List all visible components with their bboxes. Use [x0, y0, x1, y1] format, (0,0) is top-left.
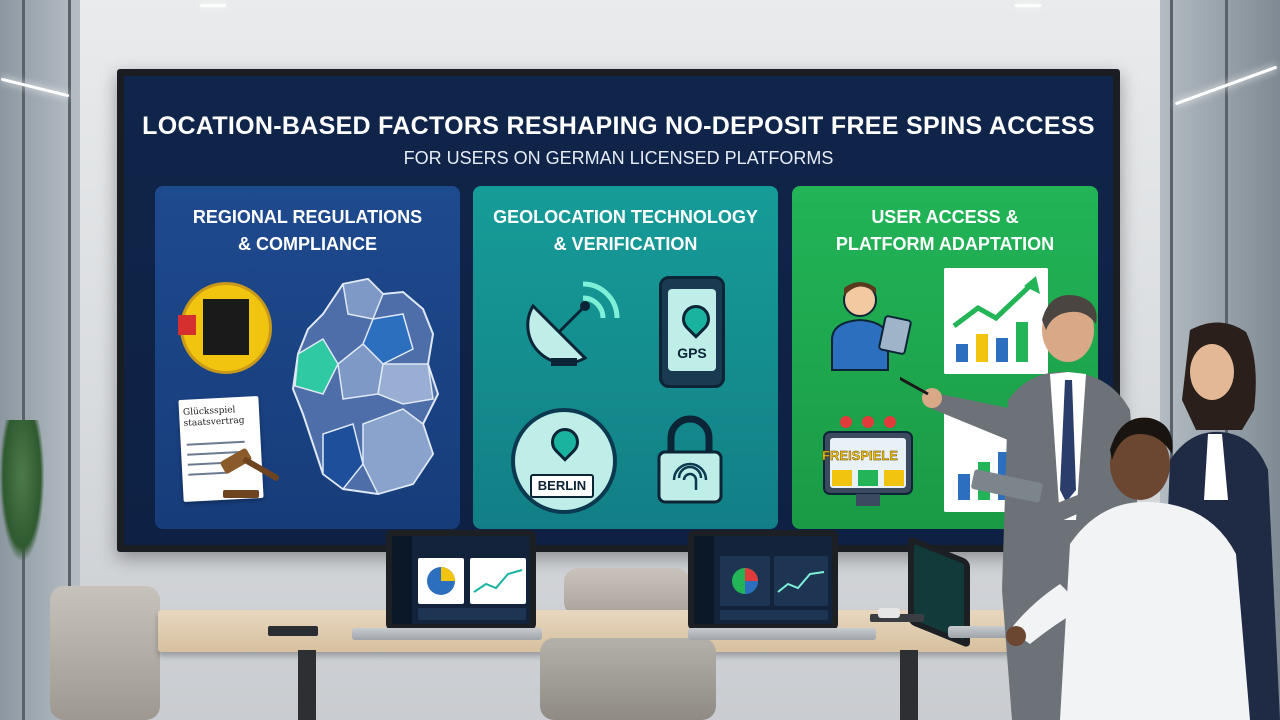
document-line	[186, 440, 245, 446]
panel-geolocation: GEOLOCATION TECHNOLOGY & VERIFICATION GP…	[473, 186, 778, 529]
screen-display: LOCATION-BASED FACTORS RESHAPING NO-DEPO…	[124, 76, 1113, 545]
panel-title: REGIONAL REGULATIONS & COMPLIANCE	[155, 204, 460, 258]
laptop-lid	[386, 530, 536, 630]
dashboard-row	[418, 608, 526, 620]
dashboard-row	[720, 610, 828, 620]
window-mullion	[22, 0, 25, 720]
laptop-base	[688, 628, 876, 640]
dashboard-card	[418, 558, 464, 604]
pie-chart-icon	[732, 568, 758, 594]
tablet-on-table	[268, 626, 318, 636]
phone-screen: GPS	[668, 289, 716, 371]
city-label: BERLIN	[530, 474, 594, 498]
window-mullion	[1170, 0, 1173, 720]
slide-title: LOCATION-BASED FACTORS RESHAPING NO-DEPO…	[142, 112, 1095, 140]
fingerprint-lock-icon	[657, 415, 723, 504]
location-pin-icon	[545, 422, 585, 462]
window-mullion	[68, 0, 71, 720]
coffee-cup	[878, 608, 900, 618]
ceiling-light	[1015, 4, 1041, 7]
line-chart-icon	[473, 569, 523, 593]
laptop-base	[948, 626, 1018, 638]
panel-regional-regulations: REGIONAL REGULATIONS & COMPLIANCE Glücks…	[155, 186, 460, 529]
ceiling-light	[200, 4, 226, 7]
eagle-icon	[203, 299, 249, 355]
phone-on-table	[870, 614, 924, 622]
panel-title: GEOLOCATION TECHNOLOGY & VERIFICATION	[473, 204, 778, 258]
germany-map-icon	[291, 277, 440, 496]
pie-chart-icon	[427, 567, 455, 595]
laptop-screen	[392, 536, 530, 624]
table-leg	[900, 650, 918, 720]
dashboard-card	[720, 556, 770, 606]
laptop-base	[352, 628, 542, 640]
panel-title-line: REGIONAL REGULATIONS	[192, 207, 423, 227]
panel-title-line: GEOLOCATION TECHNOLOGY	[493, 207, 758, 227]
laptop-left	[352, 530, 542, 642]
line-chart-icon	[777, 571, 825, 593]
table-leg	[298, 650, 316, 720]
chair-back	[564, 568, 690, 616]
phone-gps-icon: GPS	[659, 276, 725, 388]
dashboard-sidebar	[392, 536, 412, 624]
panel-title-line: USER ACCESS &	[871, 207, 1019, 227]
berlin-pin-icon: BERLIN	[511, 408, 617, 514]
chair-front	[540, 638, 716, 720]
document-label: Glücksspiel staatsvertrag	[182, 405, 245, 429]
dashboard-card	[470, 558, 526, 604]
potted-plant	[0, 420, 44, 560]
presenter-tablet-icon	[831, 282, 912, 371]
panel-user-access: USER ACCESS & PLATFORM ADAPTATION	[792, 186, 1098, 529]
panel-title-line: PLATFORM ADAPTATION	[835, 234, 1055, 254]
panel-title-line: & VERIFICATION	[553, 234, 698, 254]
gps-label: GPS	[677, 345, 707, 361]
gavel-icon	[220, 448, 280, 498]
slot-label: FREISPIELE	[822, 448, 898, 463]
eagle-seal-icon	[178, 282, 272, 374]
man-seated	[1006, 417, 1250, 720]
panel-title: USER ACCESS & PLATFORM ADAPTATION	[792, 204, 1098, 258]
laptop-lid	[688, 530, 838, 630]
laptop-screen	[694, 536, 832, 624]
chair-left	[50, 586, 160, 720]
growth-chart-icon	[944, 268, 1048, 374]
location-pin-icon	[676, 299, 716, 339]
laptop-center	[688, 530, 878, 642]
dashboard-card	[774, 556, 828, 606]
laptop-right	[908, 535, 1018, 649]
satellite-dish-icon	[526, 281, 620, 366]
slide-subtitle: FOR USERS ON GERMAN LICENSED PLATFORMS	[403, 148, 834, 168]
dashboard-sidebar	[694, 536, 714, 624]
slot-machine-icon	[823, 416, 913, 506]
presentation-screen: LOCATION-BASED FACTORS RESHAPING NO-DEPO…	[117, 69, 1120, 552]
panel-title-line: & COMPLIANCE	[238, 234, 377, 254]
